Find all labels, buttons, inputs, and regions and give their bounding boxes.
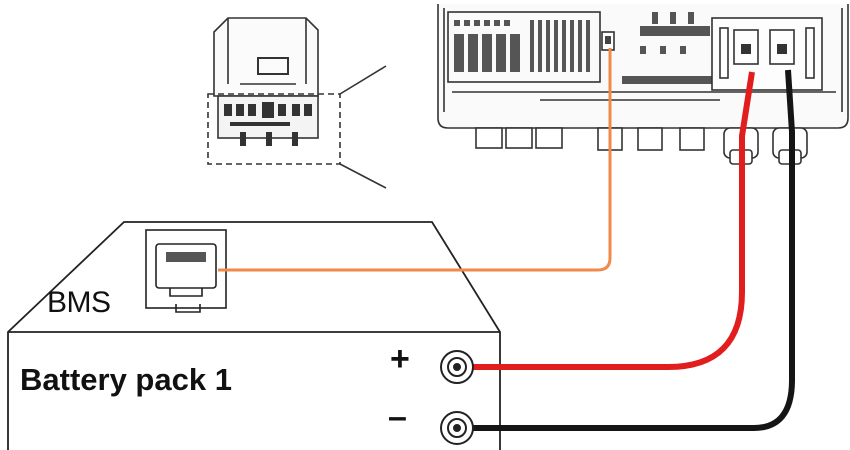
positive-terminal-icon	[440, 350, 474, 384]
bms-label: BMS	[47, 286, 111, 319]
positive-cable	[462, 71, 755, 370]
inverter-overview-icon	[207, 17, 387, 189]
rj45-port-icon	[145, 229, 227, 313]
positive-terminal-label: +	[390, 340, 410, 378]
negative-terminal-icon	[440, 411, 474, 445]
negative-terminal-label: –	[388, 398, 407, 436]
battery-pack-body	[7, 221, 501, 450]
battery-pack-label: Battery pack 1	[20, 362, 232, 397]
negative-cable	[462, 69, 795, 431]
communication-cable	[218, 48, 612, 272]
